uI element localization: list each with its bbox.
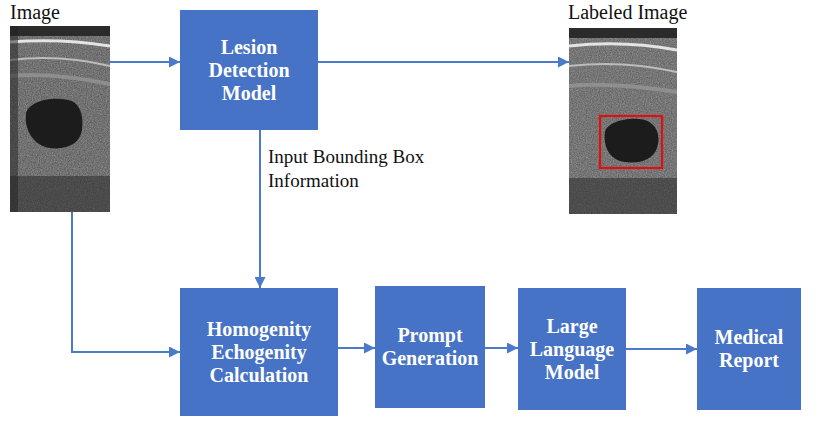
flow-arrow [318,61,569,63]
flow-arrow [110,61,180,63]
flow-arrow [72,212,180,352]
image-panel: Labeled Image [566,0,716,214]
process-box: Homogenity Echogenity Calculation [180,288,338,416]
ultrasound-image [10,26,110,212]
process-box: Prompt Generation [375,286,485,408]
box-label: Homogenity Echogenity Calculation [185,318,333,387]
flow-arrow [259,130,261,288]
image-frame [10,26,110,212]
bounding-box [600,116,662,168]
process-box: Lesion Detection Model [180,10,318,130]
image-heading: Labeled Image [566,0,716,24]
edge-label: Input Bounding Box Information [266,144,442,194]
flow-arrow [485,347,518,349]
box-label: Lesion Detection Model [185,36,313,105]
box-label: Medical Report [702,326,796,372]
ultrasound-image [569,28,677,214]
image-panel: Image [8,0,112,214]
image-frame [569,28,677,214]
box-label: Large Language Model [523,315,621,384]
box-label: Prompt Generation [380,324,480,370]
image-heading: Image [8,0,112,24]
flow-arrow [626,348,697,350]
flow-arrow [338,347,375,349]
process-box: Medical Report [697,288,801,410]
process-box: Large Language Model [518,288,626,410]
